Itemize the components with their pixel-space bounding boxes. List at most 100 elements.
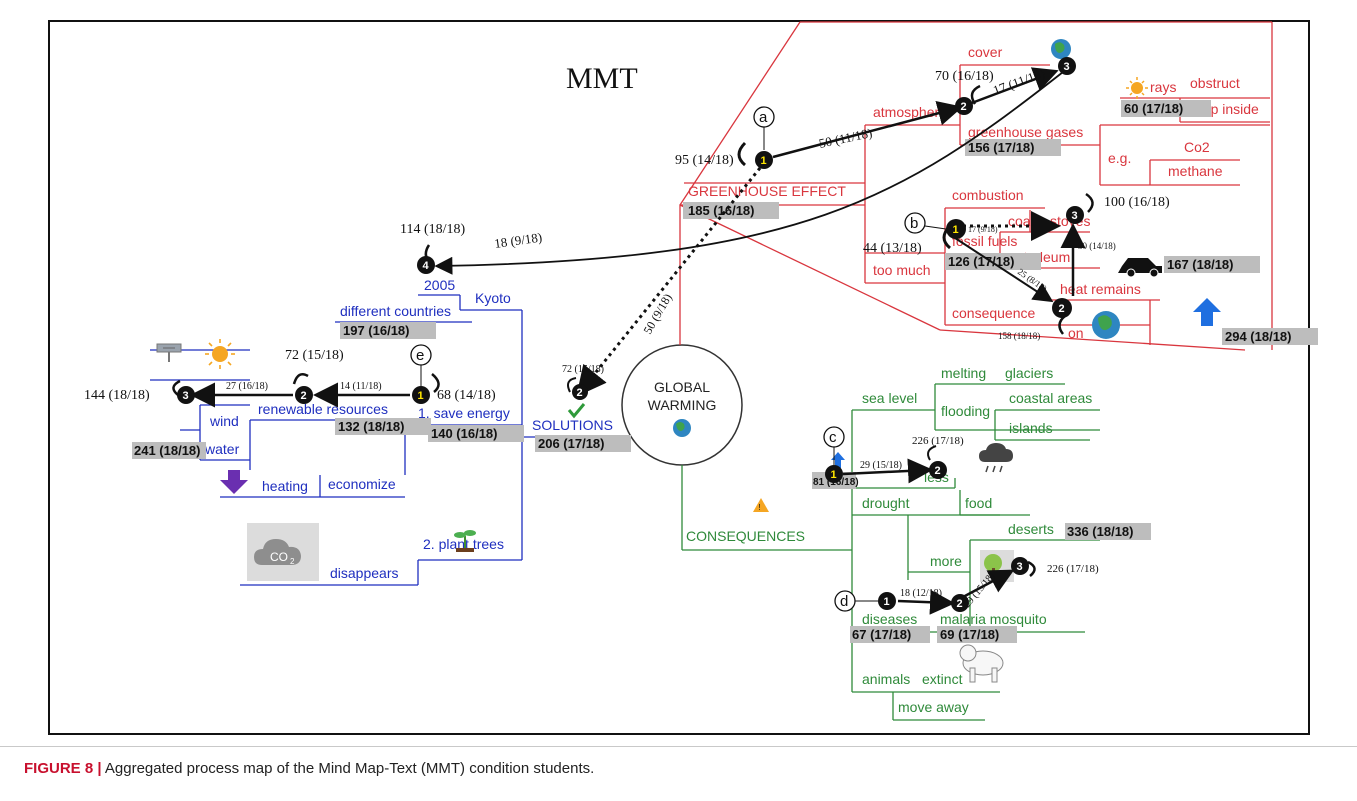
svg-text:a: a [759, 109, 768, 126]
svg-text:1: 1 [831, 469, 837, 481]
node-heat-remains: heat remains [1060, 281, 1141, 297]
node-wind: wind [209, 413, 239, 429]
rain-cloud-icon [979, 443, 1013, 473]
step-d-2: 2 [951, 594, 969, 612]
node-eg: e.g. [1108, 150, 1131, 166]
svg-text:4: 4 [423, 260, 430, 272]
step-a-3: 3 [1058, 57, 1076, 75]
label-c-2-loop: 226 (17/18) [912, 435, 964, 447]
node-methane: methane [1168, 163, 1223, 179]
marker-d: d [834, 590, 878, 612]
step-sol-2: 2 [572, 384, 588, 400]
node-malaria-mosquito: malaria mosquito [940, 611, 1047, 627]
stat-different-countries: 197 (16/18) [343, 323, 410, 338]
node-islands: islands [1009, 420, 1053, 436]
svg-text:1: 1 [761, 155, 767, 167]
node-kyoto: Kyoto [475, 290, 511, 306]
sprout-icon [454, 530, 476, 552]
step-b-1: 1 [946, 219, 966, 239]
node-economize: economize [328, 476, 396, 492]
stat-gases: 156 (17/18) [968, 140, 1035, 155]
svg-text:2: 2 [1059, 303, 1065, 315]
label-e-2-3: 27 (16/18) [226, 381, 268, 392]
svg-text:b: b [910, 215, 918, 232]
node-diseases: diseases [862, 611, 917, 627]
svg-text:3: 3 [1064, 61, 1070, 73]
caption-label: FIGURE 8 | [24, 760, 102, 777]
figure-frame [48, 20, 1310, 735]
down-arrow-icon [220, 470, 248, 494]
step-d-3: 3 [1011, 557, 1029, 575]
svg-text:3: 3 [183, 390, 189, 402]
stat-greenhouse: 185 (16/18) [688, 203, 755, 218]
figure-caption: FIGURE 8 | Aggregated process map of the… [0, 746, 1357, 801]
node-cover: cover [968, 44, 1003, 60]
label-d-3-loop: 226 (17/18) [1047, 563, 1099, 575]
svg-text:3: 3 [1017, 561, 1023, 573]
node-coastal-areas: coastal areas [1009, 390, 1092, 406]
checkmark-icon [567, 403, 586, 419]
label-d-1-2: 18 (12/18) [900, 588, 942, 599]
globe-icon [673, 419, 691, 437]
label-sol-loop: 72 (15/18) [562, 364, 604, 375]
node-deserts: deserts [1008, 521, 1054, 537]
node-melting: melting [941, 365, 986, 381]
step-kyoto-4: 4 [417, 256, 435, 274]
label-b-loop: 44 (13/18) [863, 241, 922, 256]
label-a-2-3: 17 (11/18) [991, 65, 1047, 98]
node-too-much: too much [873, 262, 931, 278]
node-food: food [965, 495, 992, 511]
caption-text: Aggregated process map of the Mind Map-T… [104, 760, 595, 777]
marker-e: e [410, 344, 432, 386]
warning-icon: ! [753, 498, 769, 512]
svg-text:!: ! [759, 503, 761, 512]
step-d-1: 1 [878, 592, 896, 610]
label-d-2-3: 29 (15/18) [962, 571, 997, 610]
node-different-countries: different countries [340, 303, 451, 319]
greenhouse-labels: GREENHOUSE EFFECT atmosphere cover green… [688, 44, 1259, 341]
svg-text:1: 1 [418, 390, 424, 402]
step-b-3: 3 [1066, 206, 1084, 224]
center-label-line1: GLOBAL [654, 379, 710, 395]
globe-icon [1051, 39, 1071, 59]
stat-rays: 60 (17/18) [1124, 101, 1183, 116]
stat-petroleum: 167 (18/18) [1167, 257, 1234, 272]
car-icon [1118, 258, 1162, 278]
solar-panel-icon [156, 343, 182, 362]
node-co2: Co2 [1184, 139, 1210, 155]
svg-text:2: 2 [957, 598, 963, 610]
node-animals: animals [862, 671, 910, 687]
node-extinct: extinct [922, 671, 963, 687]
greenhouse-label: GREENHOUSE EFFECT [688, 183, 846, 199]
label-a-2-loop: 70 (16/18) [935, 69, 994, 84]
up-arrow-icon [1193, 298, 1221, 326]
label-b-1-3: 17 (9/18) [968, 225, 998, 234]
center-label-line2: WARMING [648, 397, 717, 413]
node-drought: drought [862, 495, 910, 511]
solutions-label: SOLUTIONS [532, 417, 613, 433]
step-c-1: 1 [825, 465, 843, 483]
map-title: MMT [566, 62, 638, 95]
label-a-loop: 95 (14/18) [675, 153, 734, 168]
center-node: GLOBAL WARMING [621, 344, 743, 466]
stat-renewable: 132 (18/18) [338, 419, 405, 434]
svg-text:2: 2 [935, 465, 941, 477]
node-2005: 2005 [424, 277, 455, 293]
step-a-1: 1 [755, 151, 773, 169]
stat-water: 241 (18/18) [134, 443, 201, 458]
stat-deserts: 336 (18/18) [1067, 524, 1134, 539]
node-heating: heating [262, 478, 308, 494]
stat-save-energy: 140 (16/18) [431, 426, 498, 441]
sun-icon [205, 339, 235, 369]
node-flooding: flooding [941, 403, 990, 419]
node-atmosphere: atmosphere [873, 104, 947, 120]
solutions-labels: SOLUTIONS Kyoto 2005 different countries… [204, 277, 613, 581]
label-b-2-3: 30 (14/18) [1078, 241, 1116, 251]
node-glaciers: glaciers [1005, 365, 1053, 381]
stat-malaria: 69 (17/18) [940, 627, 999, 642]
svg-text:2: 2 [577, 387, 583, 399]
svg-text:1: 1 [953, 224, 959, 236]
globe-icon [1092, 311, 1120, 339]
label-kyoto-loop: 114 (18/18) [400, 222, 466, 237]
label-e-3-loop: 144 (18/18) [84, 388, 150, 403]
